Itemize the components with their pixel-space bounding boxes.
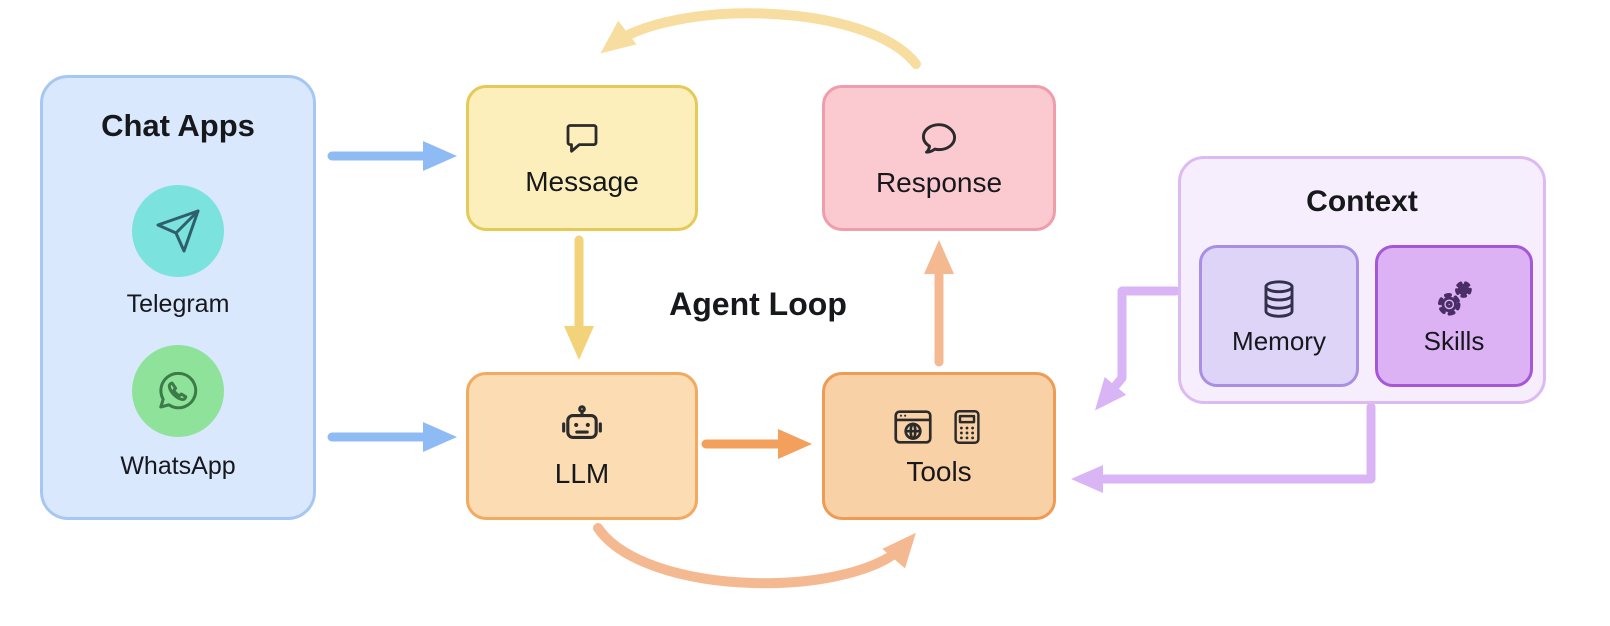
chat-apps-title: Chat Apps — [101, 108, 255, 143]
llm-label: LLM — [554, 458, 610, 489]
calculator-icon — [946, 406, 988, 448]
response-bubble-icon — [917, 117, 961, 161]
arrow-response-to-message-arc — [600, 8, 921, 69]
response-node: Response — [822, 85, 1056, 231]
context-panel: Context Memory — [1178, 156, 1546, 404]
agent-loop-label: Agent Loop — [669, 286, 847, 322]
response-label: Response — [875, 167, 1003, 198]
chat-apps-panel: Chat Apps Telegram WhatsApp — [40, 75, 316, 520]
arrow-context-to-tools-side — [1071, 402, 1376, 493]
arrow-context-to-tools-top — [1094, 286, 1181, 411]
telegram-label: Telegram — [126, 290, 230, 318]
skills-label: Skills — [1423, 325, 1485, 356]
memory-node: Memory — [1199, 245, 1359, 387]
robot-icon — [557, 402, 607, 452]
whatsapp-icon — [132, 345, 224, 437]
skills-node: Skills — [1375, 245, 1533, 387]
message-label: Message — [525, 166, 639, 197]
browser-globe-icon — [890, 404, 936, 450]
message-node: Message — [466, 85, 698, 231]
gears-icon — [1431, 276, 1477, 322]
message-bubble-icon — [561, 118, 603, 160]
context-title: Context — [1306, 185, 1418, 218]
tools-icons — [890, 404, 988, 450]
tools-node: Tools — [822, 372, 1056, 520]
llm-node: LLM — [466, 372, 698, 520]
telegram-icon — [132, 185, 224, 277]
tools-label: Tools — [906, 456, 972, 487]
whatsapp-label: WhatsApp — [120, 452, 236, 480]
arrow-llm-to-tools-arc — [593, 523, 916, 589]
memory-label: Memory — [1232, 325, 1326, 356]
database-icon — [1256, 276, 1302, 322]
